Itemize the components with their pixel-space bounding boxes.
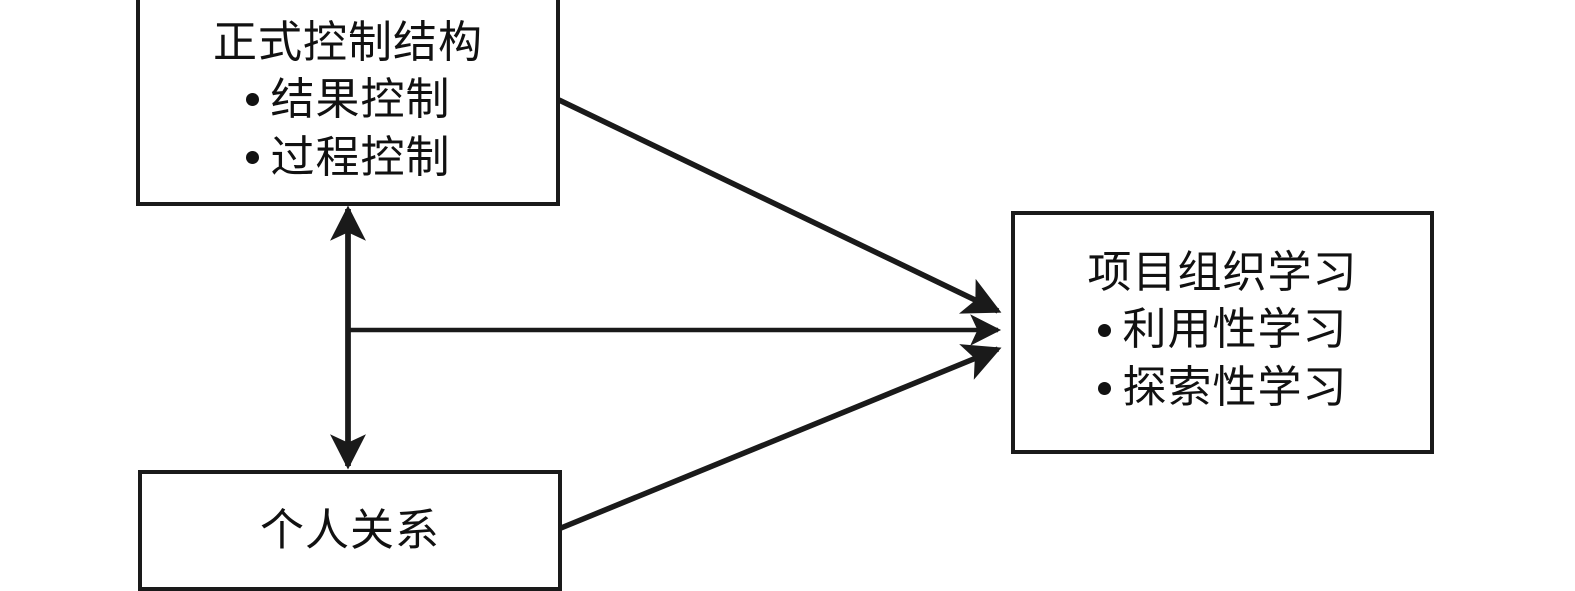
node-formal-control-structure[interactable]: 正式控制结构 结果控制 过程控制 — [136, 0, 560, 206]
bullet-item-exploratory-learning: 探索性学习 — [1097, 359, 1348, 417]
arrow-personal-to-learning — [559, 344, 1002, 531]
bullet-label-exploratory-learning: 探索性学习 — [1122, 363, 1348, 413]
bullet-dot-icon — [1097, 381, 1111, 395]
node-project-organizational-learning[interactable]: 项目组织学习 利用性学习 探索性学习 — [1011, 211, 1434, 454]
bullet-dot-icon — [1097, 323, 1111, 337]
bullet-dot-icon — [245, 93, 259, 107]
bullet-list-formal-control: 结果控制 过程控制 — [245, 71, 451, 187]
node-title-project-learning: 项目组织学习 — [1087, 248, 1358, 298]
bullet-label-outcome-control: 结果控制 — [270, 74, 451, 124]
bullet-item-outcome-control: 结果控制 — [245, 71, 451, 129]
bullet-item-exploitative-learning: 利用性学习 — [1097, 301, 1348, 359]
bullet-label-exploitative-learning: 利用性学习 — [1122, 305, 1348, 355]
node-title-personal-relations: 个人关系 — [260, 505, 440, 555]
bullet-label-process-control: 过程控制 — [270, 132, 451, 182]
bullet-list-project-learning: 利用性学习 探索性学习 — [1097, 301, 1348, 417]
node-title-formal-control: 正式控制结构 — [213, 17, 483, 67]
bullet-item-process-control: 过程控制 — [245, 129, 451, 187]
node-personal-relations[interactable]: 个人关系 — [138, 470, 562, 591]
arrow-formal-to-learning — [557, 97, 1002, 314]
bullet-dot-icon — [245, 151, 259, 165]
